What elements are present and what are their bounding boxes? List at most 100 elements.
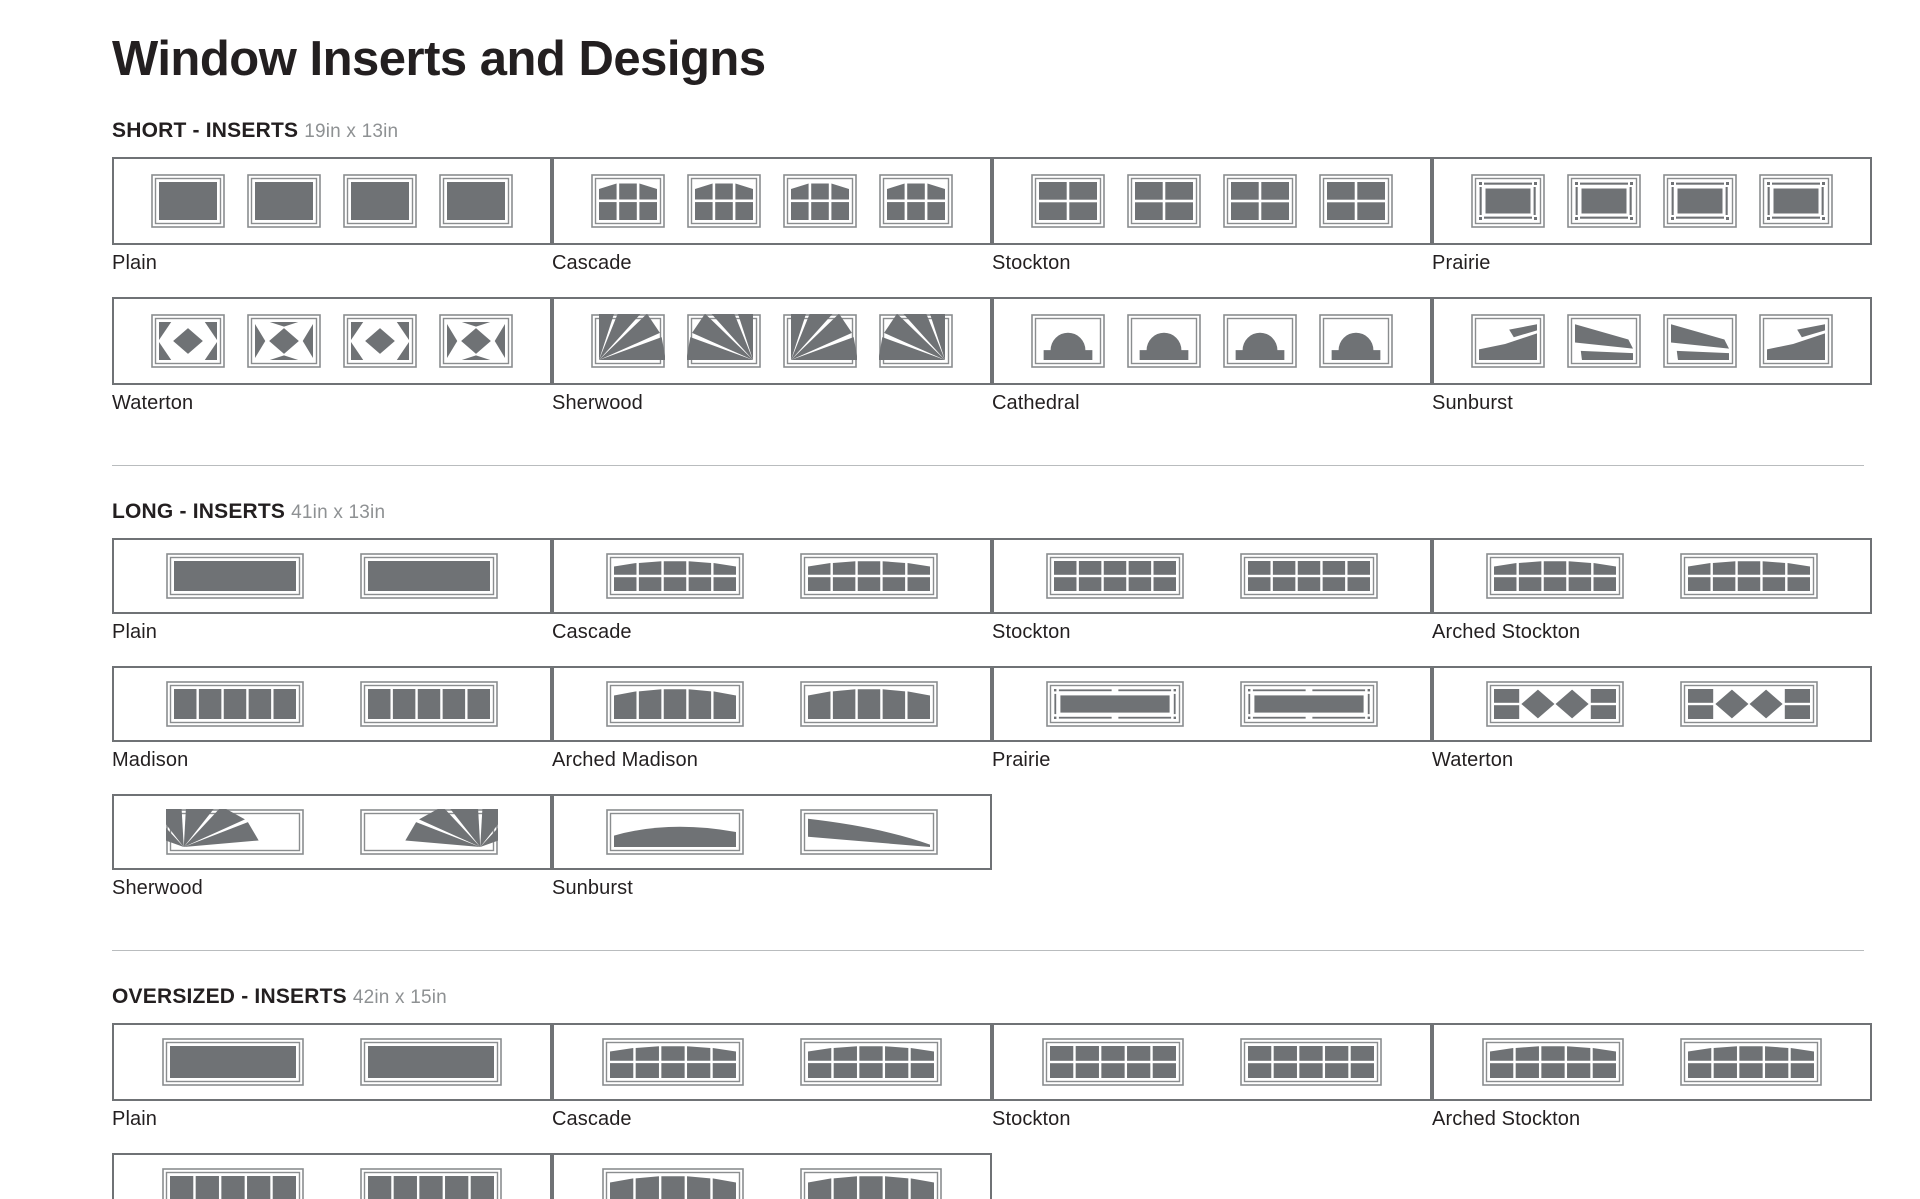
window-pane (1471, 174, 1545, 229)
section-name: SHORT - INSERTS (112, 119, 299, 143)
panel-row (138, 809, 526, 856)
panel-row (1458, 553, 1846, 600)
window-pane (247, 174, 321, 229)
design-cell[interactable]: Sherwood (112, 794, 552, 922)
design-preview-sherwood[interactable] (112, 794, 552, 871)
design-cell[interactable]: Sunburst (552, 794, 992, 922)
window-pane (1471, 314, 1545, 369)
design-cell[interactable]: Cascade (552, 157, 992, 297)
design-label: Sherwood (552, 392, 643, 415)
window-pane (166, 809, 304, 856)
design-preview-sunburst[interactable] (1432, 297, 1872, 386)
design-preview-arched-madison[interactable] (552, 666, 992, 743)
window-pane (343, 314, 417, 369)
design-preview-sherwood[interactable] (552, 297, 992, 386)
panel-row (134, 1038, 530, 1087)
design-preview-arched-madison[interactable] (552, 1153, 992, 1199)
section-dimensions: 19in x 13in (304, 121, 399, 143)
panel-row (574, 1168, 970, 1199)
design-label: Arched Stockton (1432, 621, 1581, 644)
design-preview-plain[interactable] (112, 157, 552, 246)
design-cell[interactable]: Sunburst (1432, 297, 1872, 437)
design-label: Madison (112, 749, 189, 772)
window-pane (800, 681, 938, 728)
panel-row (1020, 314, 1404, 369)
design-preview-cascade[interactable] (552, 157, 992, 246)
window-pane (360, 553, 498, 600)
window-pane (1031, 174, 1105, 229)
design-preview-plain[interactable] (112, 538, 552, 615)
window-pane (800, 809, 938, 856)
design-preview-sunburst[interactable] (552, 794, 992, 871)
design-preview-arched-stockton[interactable] (1432, 538, 1872, 615)
design-preview-madison[interactable] (112, 1153, 552, 1199)
design-cell[interactable]: Waterton (1432, 666, 1872, 794)
window-pane (783, 174, 857, 229)
design-preview-stockton[interactable] (992, 1023, 1432, 1102)
window-pane (439, 314, 513, 369)
design-cell[interactable]: Stockton (992, 157, 1432, 297)
window-pane (800, 1038, 942, 1087)
design-label: Cascade (552, 1108, 632, 1131)
design-preview-madison[interactable] (112, 666, 552, 743)
panel-row (134, 1168, 530, 1199)
panel-row (1018, 553, 1406, 600)
window-pane (1127, 174, 1201, 229)
design-cell[interactable]: Arched Madison (552, 666, 992, 794)
panel-row (1454, 1038, 1850, 1087)
design-preview-waterton[interactable] (112, 297, 552, 386)
design-cell[interactable]: Plain (112, 157, 552, 297)
design-cell[interactable]: Stockton (992, 1023, 1432, 1153)
design-cell[interactable]: Stockton (992, 538, 1432, 666)
panel-row (1460, 314, 1844, 369)
window-pane (1663, 174, 1737, 229)
design-label: Prairie (1432, 252, 1491, 275)
design-label: Plain (112, 252, 157, 275)
window-pane (1240, 553, 1378, 600)
design-cell[interactable]: Arched Stockton (1432, 538, 1872, 666)
design-preview-stockton[interactable] (992, 538, 1432, 615)
window-pane (1046, 553, 1184, 600)
design-cell[interactable]: Madison (112, 1153, 552, 1199)
design-label: Plain (112, 1108, 157, 1131)
design-cell[interactable]: Plain (112, 538, 552, 666)
design-label: Cascade (552, 621, 632, 644)
design-cell[interactable]: Prairie (1432, 157, 1872, 297)
design-cell[interactable]: Madison (112, 666, 552, 794)
page-title: Window Inserts and Designs (112, 32, 766, 86)
design-preview-arched-stockton[interactable] (1432, 1023, 1872, 1102)
window-pane (247, 314, 321, 369)
design-label: Cascade (552, 252, 632, 275)
window-pane (800, 553, 938, 600)
design-label: Arched Madison (552, 749, 698, 772)
design-preview-cascade[interactable] (552, 1023, 992, 1102)
design-label: Arched Stockton (1432, 1108, 1581, 1131)
window-pane (151, 174, 225, 229)
design-cell[interactable]: Cascade (552, 538, 992, 666)
design-preview-stockton[interactable] (992, 157, 1432, 246)
design-cell[interactable]: Cascade (552, 1023, 992, 1153)
panel-row (140, 314, 524, 369)
design-preview-prairie[interactable] (992, 666, 1432, 743)
design-preview-prairie[interactable] (1432, 157, 1872, 246)
design-cell[interactable]: Arched Madison (552, 1153, 992, 1199)
design-preview-cascade[interactable] (552, 538, 992, 615)
design-cell[interactable]: Sherwood (552, 297, 992, 437)
window-pane (1486, 681, 1624, 728)
design-preview-cathedral[interactable] (992, 297, 1432, 386)
design-preview-waterton[interactable] (1432, 666, 1872, 743)
design-preview-plain[interactable] (112, 1023, 552, 1102)
design-cell[interactable]: Cathedral (992, 297, 1432, 437)
design-cell[interactable]: Arched Stockton (1432, 1023, 1872, 1153)
window-pane (343, 174, 417, 229)
window-pane (783, 314, 857, 369)
window-pane (602, 1038, 744, 1087)
design-cell[interactable]: Prairie (992, 666, 1432, 794)
design-cell[interactable]: Waterton (112, 297, 552, 437)
design-cell[interactable]: Plain (112, 1023, 552, 1153)
